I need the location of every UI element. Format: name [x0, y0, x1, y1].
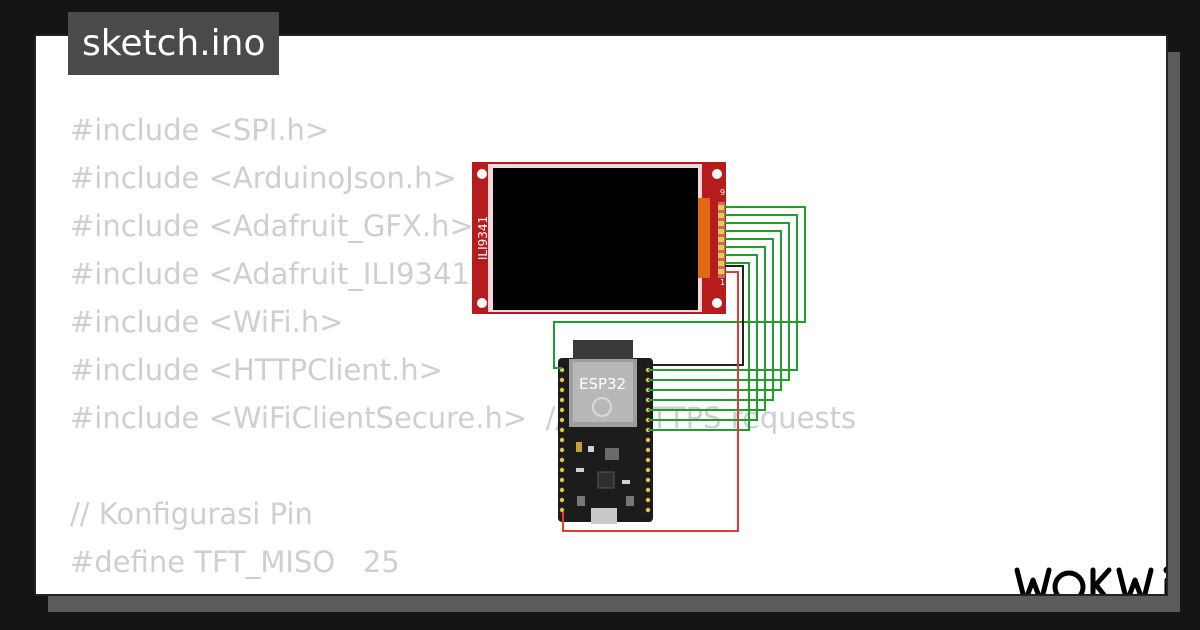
- display-label: ILI9341: [476, 216, 490, 260]
- code-line: #include <Adafruit_ILI9341.h>: [70, 257, 522, 291]
- esp32-board[interactable]: ESP32: [558, 340, 653, 524]
- preview-card[interactable]: #include <SPI.h> #include <ArduinoJson.h>…: [34, 34, 1168, 596]
- display-screen: [493, 168, 698, 310]
- display-pin-header: [718, 202, 725, 278]
- display-flex-cable: [698, 198, 710, 278]
- wire-ground: [648, 265, 744, 366]
- module-shield: [573, 362, 633, 422]
- code-line: #define TFT_LED 5: [70, 586, 856, 594]
- wokwi-logo-icon: [1014, 566, 1166, 594]
- wires: [553, 206, 806, 532]
- board-components: [576, 442, 634, 506]
- wire: [648, 254, 758, 421]
- code-line: #include <HTTPClient.h>: [70, 353, 443, 387]
- code-line: #include <ArduinoJson.h>: [70, 161, 457, 195]
- wire: [648, 238, 774, 401]
- code-line: #include <Adafruit_GFX.h>: [70, 209, 474, 243]
- pin-label-first: 1: [720, 278, 725, 287]
- board-pins-left: [559, 367, 565, 513]
- mount-hole: [477, 298, 487, 308]
- mount-hole: [712, 169, 722, 179]
- ili9341-display[interactable]: ILI9341 9 1: [472, 162, 726, 314]
- wire: [648, 246, 766, 411]
- wire: [648, 214, 798, 371]
- code-line: #define TFT_MISO 25: [70, 545, 400, 579]
- code-line: // Konfigurasi Pin: [70, 497, 313, 531]
- code-editor: #include <SPI.h> #include <ArduinoJson.h>…: [70, 106, 856, 594]
- pin-label-last: 9: [720, 188, 725, 197]
- circuit-diagram[interactable]: ILI9341 9 1: [36, 36, 1166, 594]
- wire: [648, 222, 790, 381]
- code-line: #include <WiFi.h>: [70, 305, 344, 339]
- file-tab-title[interactable]: sketch.ino: [68, 12, 280, 75]
- board-label: ESP32: [579, 375, 626, 393]
- antenna: [573, 340, 633, 360]
- mount-hole: [712, 298, 722, 308]
- wire-power: [562, 271, 739, 532]
- wire: [553, 206, 806, 369]
- mount-hole: [477, 169, 487, 179]
- wire: [648, 230, 782, 391]
- code-line: #include <SPI.h>: [70, 113, 330, 147]
- usb-port: [591, 508, 617, 524]
- wire: [648, 262, 750, 431]
- espressif-logo-icon: [592, 397, 612, 417]
